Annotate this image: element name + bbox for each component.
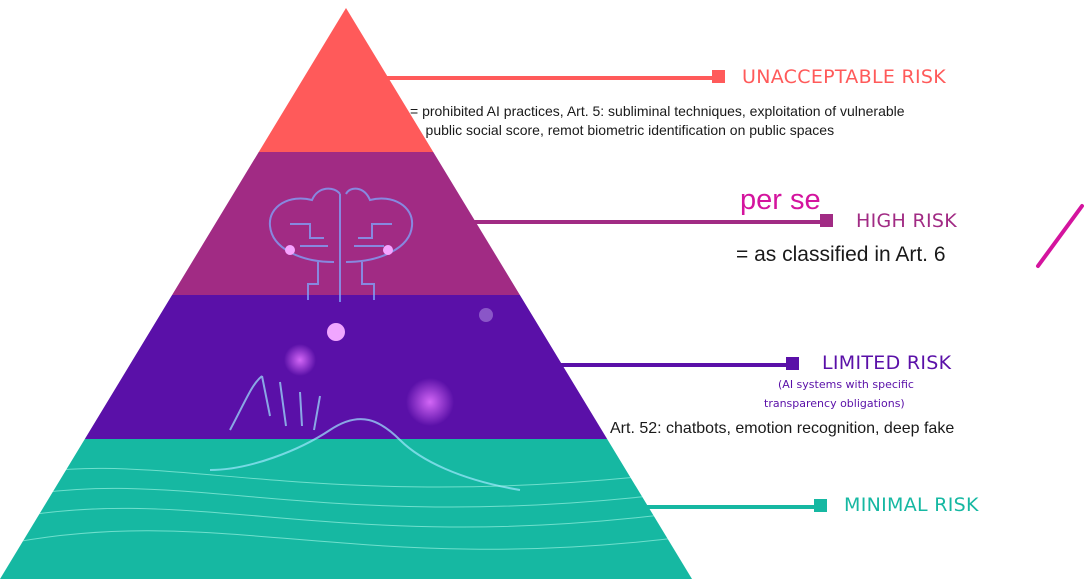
minimal-risk-title: MINIMAL RISK	[844, 494, 979, 516]
pyramid-tier-limited	[0, 295, 692, 439]
hand-illustration	[209, 375, 521, 491]
unacceptable-marker	[712, 70, 725, 83]
per-se-annotation: per se	[740, 184, 821, 216]
unacceptable-risk-description: = prohibited AI practices, Art. 5: subli…	[410, 103, 905, 138]
high-marker	[820, 214, 833, 227]
high-risk-title: HIGH RISK	[856, 210, 957, 232]
minimal-marker	[814, 499, 827, 512]
limited-marker	[786, 357, 799, 370]
unacceptable-risk-title: UNACCEPTABLE RISK	[742, 66, 946, 88]
high-risk-description: = as classified in Art. 6	[736, 243, 946, 266]
glow-dots	[284, 245, 493, 426]
limited-risk-title: LIMITED RISK	[822, 352, 952, 374]
limited-risk-description: Art. 52: chatbots, emotion recognition, …	[610, 420, 955, 437]
limited-risk-subtitle-line1: (AI systems with specific	[778, 378, 914, 391]
limited-leader-line	[522, 363, 788, 367]
pyramid-tier-minimal	[0, 439, 692, 579]
limited-risk-subtitle-line2: transparency obligations)	[764, 397, 905, 410]
unacceptable-leader-line	[380, 76, 714, 80]
high-leader-line	[464, 220, 824, 224]
annotation-arrow-line	[1036, 204, 1084, 268]
minimal-leader-line	[604, 505, 816, 509]
